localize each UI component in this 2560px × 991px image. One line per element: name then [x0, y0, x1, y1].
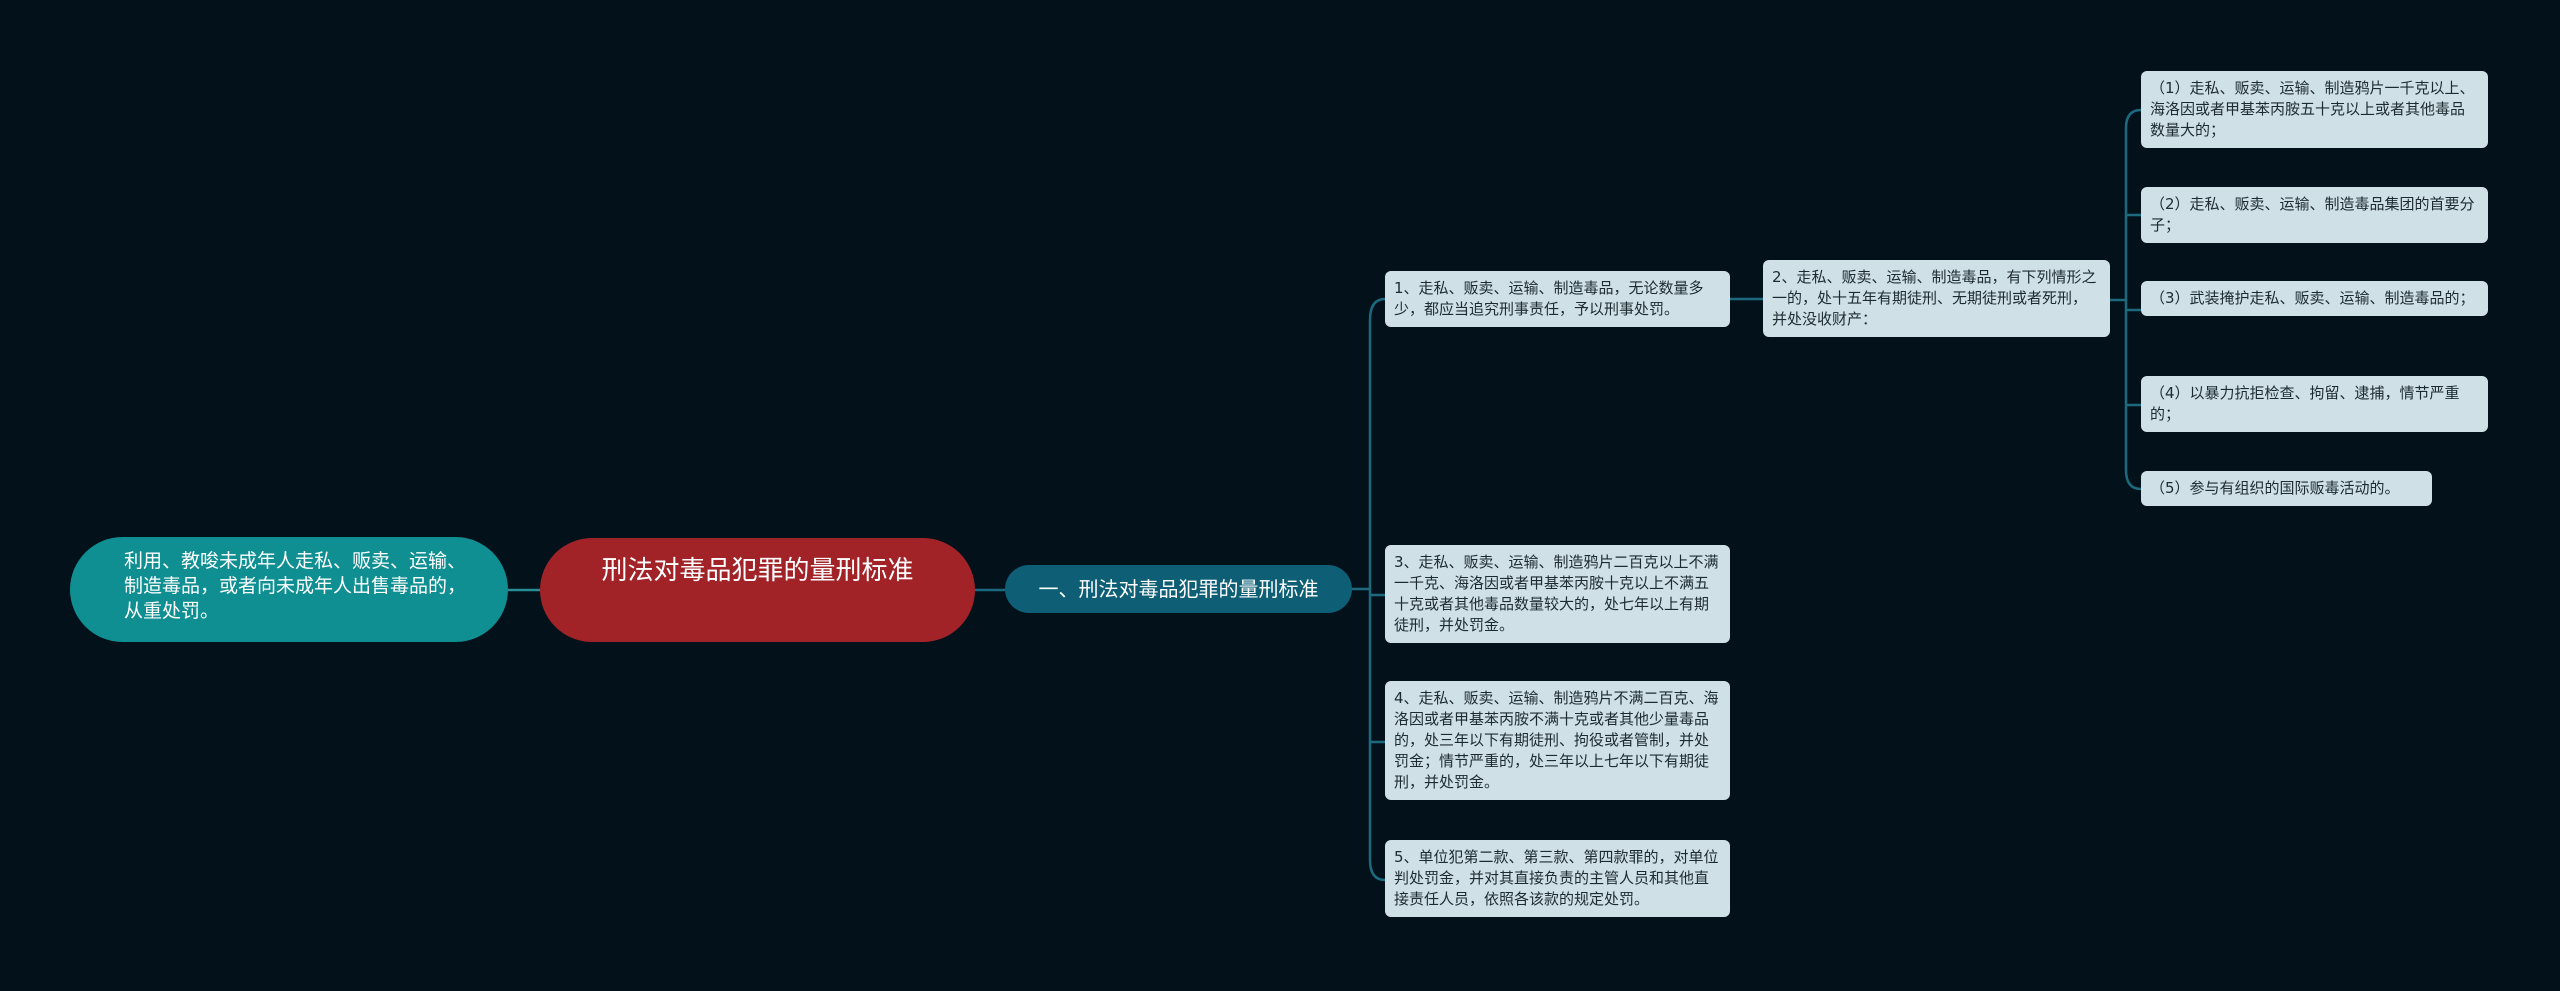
sub-item-label: （1）走私、贩卖、运输、制造鸦片一千克以上、海洛因或者甲基苯丙胺五十克以上或者其…: [2150, 79, 2475, 139]
branch-topic-label: 一、刑法对毒品犯罪的量刑标准: [1038, 577, 1319, 601]
root-topic-node[interactable]: 刑法对毒品犯罪的量刑标准: [540, 538, 975, 642]
branch-topic-node[interactable]: 一、刑法对毒品犯罪的量刑标准: [1005, 565, 1352, 613]
item-label: 4、走私、贩卖、运输、制造鸦片不满二百克、海洛因或者甲基苯丙胺不满十克或者其他少…: [1394, 689, 1719, 791]
item-label: 3、走私、贩卖、运输、制造鸦片二百克以上不满一千克、海洛因或者甲基苯丙胺十克以上…: [1394, 553, 1719, 634]
item-node-2[interactable]: 2、走私、贩卖、运输、制造毒品，有下列情形之一的，处十五年有期徒刑、无期徒刑或者…: [1763, 260, 2110, 337]
item-label: 1、走私、贩卖、运输、制造毒品，无论数量多少，都应当追究刑事责任，予以刑事处罚。: [1394, 279, 1704, 318]
sub-item-label: （3）武装掩护走私、贩卖、运输、制造毒品的；: [2150, 289, 2475, 307]
item-label: 5、单位犯第二款、第三款、第四款罪的，对单位判处罚金，并对其直接负责的主管人员和…: [1394, 848, 1719, 908]
sub-item-node-5[interactable]: （5）参与有组织的国际贩毒活动的。: [2141, 471, 2432, 506]
root-topic-label: 刑法对毒品犯罪的量刑标准: [601, 556, 914, 586]
left-topic-node[interactable]: 利用、教唆未成年人走私、贩卖、运输、制造毒品，或者向未成年人出售毒品的，从重处罚…: [70, 537, 508, 642]
item-label: 2、走私、贩卖、运输、制造毒品，有下列情形之一的，处十五年有期徒刑、无期徒刑或者…: [1772, 268, 2097, 328]
sub-item-label: （4）以暴力抗拒检查、拘留、逮捕，情节严重的；: [2150, 384, 2460, 423]
sub-item-node-3[interactable]: （3）武装掩护走私、贩卖、运输、制造毒品的；: [2141, 281, 2488, 316]
sub-item-node-2[interactable]: （2）走私、贩卖、运输、制造毒品集团的首要分子；: [2141, 187, 2488, 243]
item-node-3[interactable]: 3、走私、贩卖、运输、制造鸦片二百克以上不满一千克、海洛因或者甲基苯丙胺十克以上…: [1385, 545, 1730, 643]
item-node-5[interactable]: 5、单位犯第二款、第三款、第四款罪的，对单位判处罚金，并对其直接负责的主管人员和…: [1385, 840, 1730, 917]
item-node-1[interactable]: 1、走私、贩卖、运输、制造毒品，无论数量多少，都应当追究刑事责任，予以刑事处罚。: [1385, 271, 1730, 327]
left-topic-label: 利用、教唆未成年人走私、贩卖、运输、制造毒品，或者向未成年人出售毒品的，从重处罚…: [124, 550, 467, 622]
sub-item-label: （5）参与有组织的国际贩毒活动的。: [2150, 479, 2400, 497]
item-node-4[interactable]: 4、走私、贩卖、运输、制造鸦片不满二百克、海洛因或者甲基苯丙胺不满十克或者其他少…: [1385, 681, 1730, 800]
sub-item-label: （2）走私、贩卖、运输、制造毒品集团的首要分子；: [2150, 195, 2475, 234]
sub-item-node-1[interactable]: （1）走私、贩卖、运输、制造鸦片一千克以上、海洛因或者甲基苯丙胺五十克以上或者其…: [2141, 71, 2488, 148]
sub-item-node-4[interactable]: （4）以暴力抗拒检查、拘留、逮捕，情节严重的；: [2141, 376, 2488, 432]
